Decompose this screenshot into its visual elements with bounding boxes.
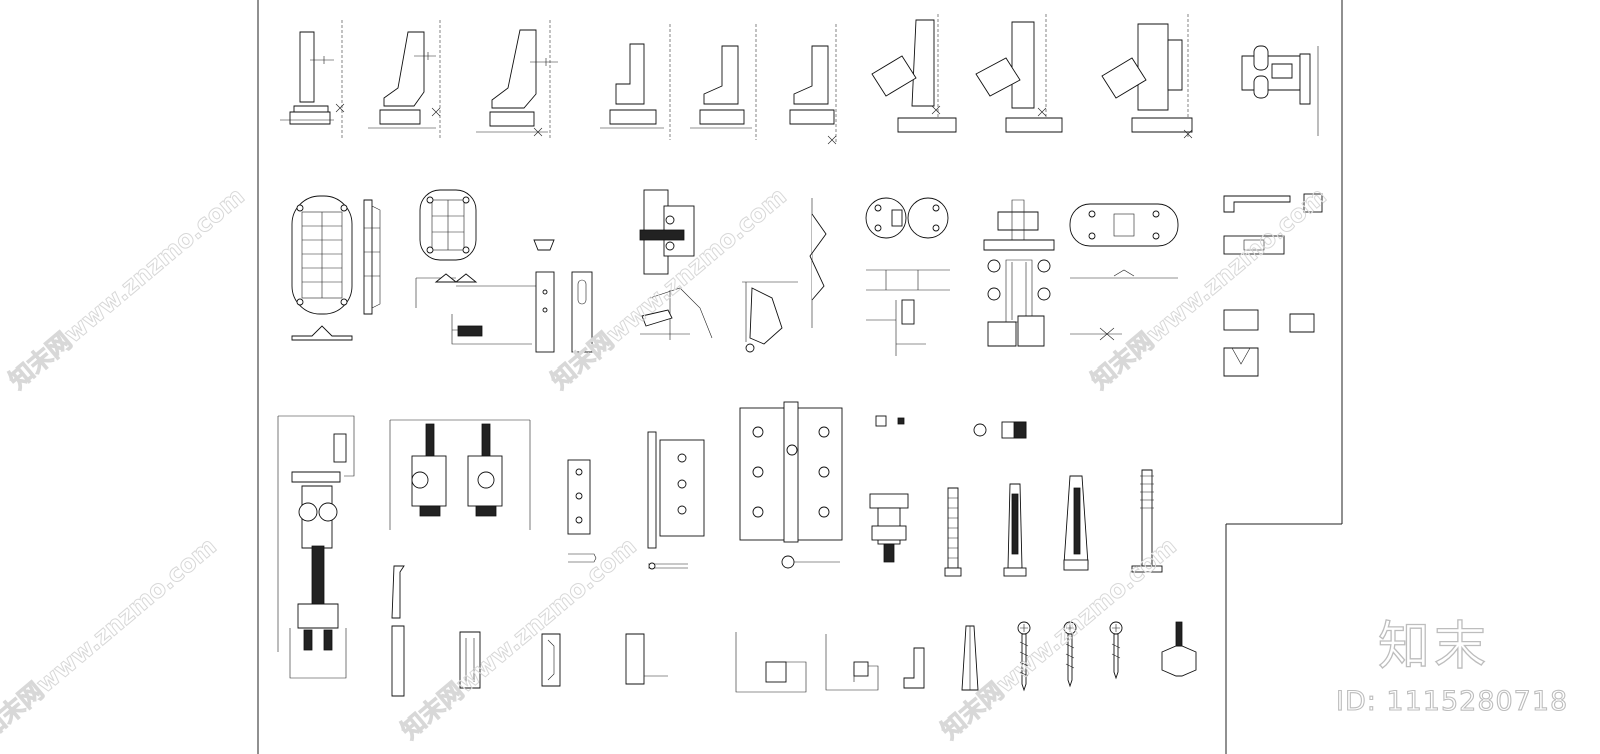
row-door-hardware	[277, 401, 1163, 679]
soss-hinge-plan	[291, 325, 353, 341]
wood-screw-2	[1063, 621, 1077, 688]
watermark-4: 知末网www.znzmo.com	[0, 532, 222, 745]
channel-profile-1	[735, 632, 807, 693]
round-hinge	[865, 197, 950, 356]
butt-hinge-small	[567, 459, 597, 563]
concealed-hinge-3	[476, 20, 558, 140]
row-profiles-screws	[391, 565, 1197, 697]
concealed-hinge-5	[690, 24, 757, 140]
concealed-hinge-4	[600, 24, 671, 140]
screw-anchor	[1131, 469, 1163, 573]
sliding-door-roller	[277, 415, 355, 679]
image-id-label: ID: 1115280718	[1335, 685, 1569, 717]
lift-off-door-hinge	[739, 401, 843, 569]
channel-profile-2	[825, 634, 879, 691]
cabinet-lock	[1241, 45, 1319, 136]
profile-clip-2	[459, 631, 481, 689]
row-special-hinges	[291, 189, 1323, 377]
card-table-hinge	[1069, 203, 1179, 341]
toggle-anchor	[1161, 621, 1197, 677]
concealed-hinge-1	[280, 20, 345, 140]
lift-hinge	[639, 189, 713, 340]
sleeve-anchor	[1003, 483, 1027, 577]
profile-clip-4	[625, 633, 668, 685]
profile-clip-1	[391, 565, 405, 697]
wedge-anchor	[1063, 475, 1089, 571]
brand-logo-text: 知末	[1377, 616, 1491, 677]
pivot-hinge	[533, 239, 593, 353]
cross-hinge	[983, 199, 1055, 347]
profile-clip-5	[903, 647, 925, 689]
sheet-frame	[257, 0, 1343, 754]
watermark-5: 知末网www.znzmo.com	[396, 532, 642, 745]
bolt-and-nut	[869, 415, 909, 563]
sliding-wheels-pair	[389, 419, 531, 530]
soss-hinge-face	[291, 195, 353, 315]
flap-stay	[742, 198, 827, 353]
wall-plug-small	[973, 421, 1027, 439]
concealed-hinge-6	[789, 24, 837, 145]
watermark-1: 知末网www.znzmo.com	[4, 182, 250, 395]
concealed-hinge-8	[975, 14, 1063, 134]
nail-plug	[961, 625, 979, 691]
wood-screw-3	[1109, 621, 1123, 680]
wood-screw-1	[1017, 621, 1031, 692]
flush-hinge-section	[415, 273, 536, 345]
butt-hinge-medium	[647, 431, 705, 570]
row-concealed-hinges	[280, 14, 1319, 145]
concealed-hinge-9	[1101, 14, 1193, 139]
concealed-hinge-7	[871, 14, 957, 134]
flush-hinge-face	[419, 189, 477, 261]
door-catch	[1223, 193, 1323, 377]
profile-clip-3	[541, 633, 561, 687]
concealed-hinge-2	[368, 20, 441, 140]
threaded-rod	[944, 487, 962, 577]
soss-hinge-side	[363, 199, 381, 315]
